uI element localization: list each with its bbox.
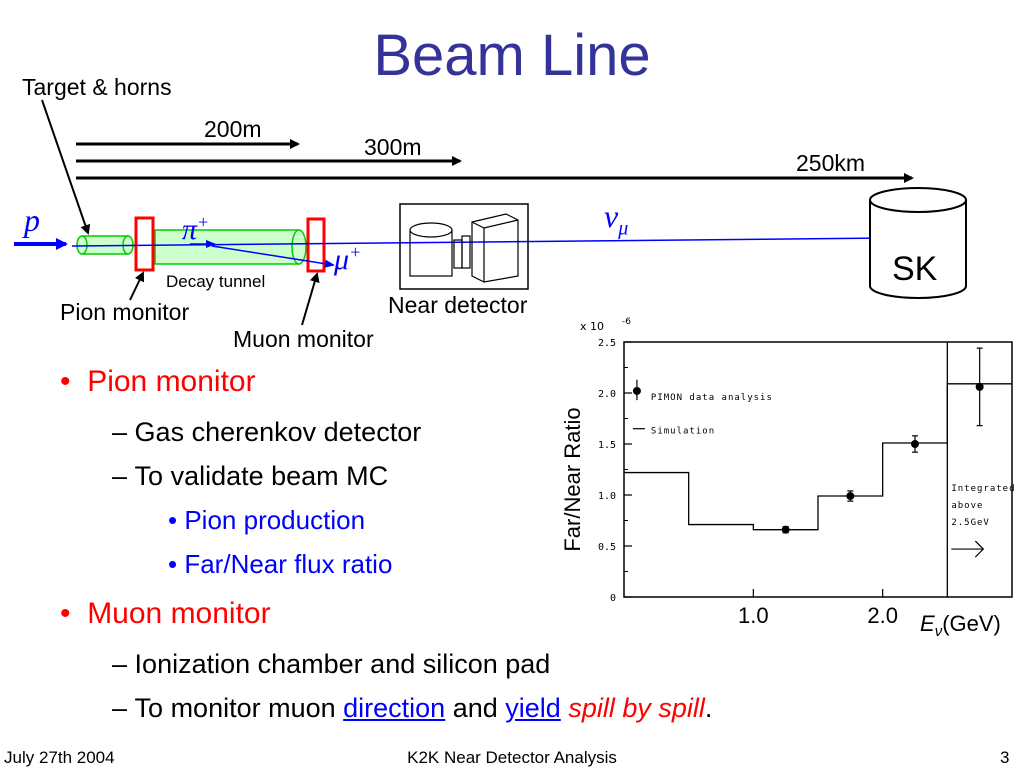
y-tick-label: 2.5 (598, 338, 616, 349)
annotation-line: 2.5GeV (951, 518, 990, 528)
bullet-text: Muon monitor (87, 597, 271, 630)
yield-link[interactable]: yield (505, 693, 561, 723)
y-axis-label: Far/Near Ratio (560, 407, 585, 551)
x-axis-label: Eν(GeV) (920, 611, 1001, 640)
footer-title: K2K Near Detector Analysis (407, 748, 617, 767)
bullet-dot: • (168, 505, 178, 535)
proton-label: p (24, 202, 40, 238)
y-multiplier-exponent: -6 (622, 317, 631, 327)
bullet-dash: – (112, 649, 128, 679)
target-horns-label: Target & horns (22, 74, 172, 100)
legend-sim-label: Simulation (651, 427, 715, 437)
sk-detector (869, 187, 967, 299)
page-number: 3 (1000, 748, 1010, 767)
bullet-dash: – (112, 461, 128, 491)
near-detector-label: Near detector (388, 292, 528, 318)
near-detector-drawing (399, 203, 529, 290)
muon-direction-arrow (211, 245, 335, 268)
direction-link[interactable]: direction (343, 693, 446, 723)
distance-200m-label: 200m (204, 116, 262, 142)
period: . (704, 693, 713, 723)
bullet-dot: • (60, 597, 71, 630)
y-tick-label: 2.0 (598, 389, 616, 400)
bullet-text: Gas cherenkov detector (134, 417, 422, 447)
x-tick-label: 1.0 (738, 603, 769, 628)
footer-date: July 27th 2004 (4, 748, 115, 767)
spill-text: spill by spill (568, 693, 705, 723)
neutrino-symbol: ν (604, 198, 619, 234)
plot-frame (623, 341, 1013, 598)
bullet-text: Pion production (184, 505, 366, 535)
annotation-line: above (951, 501, 983, 511)
decay-tunnel-label: Decay tunnel (166, 272, 266, 291)
bullet-flux-ratio: • Far/Near flux ratio (168, 549, 392, 580)
bullet-text: and (445, 693, 506, 723)
beamline-diagram (14, 99, 967, 326)
muon-label: μ+ (334, 242, 361, 277)
legend-marker (632, 386, 641, 395)
neutrino-flavor: μ (618, 217, 629, 240)
pion-monitor-box (134, 216, 155, 272)
pion-monitor-pointer (129, 271, 145, 301)
bullet-dot: • (168, 549, 178, 579)
decay-tunnel-cylinder (154, 229, 307, 265)
data-point (781, 525, 790, 534)
bullet-pion-monitor: • Pion monitor (60, 365, 256, 399)
data-point (911, 440, 919, 448)
pion-label: π+ (182, 212, 209, 247)
sk-label: SK (892, 250, 938, 288)
bullet-ionization: – Ionization chamber and silicon pad (112, 649, 550, 680)
target-pointer (41, 99, 91, 235)
bullet-text: To validate beam MC (134, 461, 389, 491)
bullet-validate: – To validate beam MC (112, 461, 388, 492)
legend-data-label: PIMON data analysis (651, 393, 773, 403)
annotation-line: Integrated (951, 484, 1015, 494)
bullet-dash: – (112, 693, 128, 723)
distance-250km-label: 250km (796, 150, 866, 176)
y-tick-label: 0 (610, 593, 616, 604)
muon-charge: + (349, 242, 362, 262)
bullet-gas: – Gas cherenkov detector (112, 417, 421, 448)
data-point (846, 492, 855, 501)
y-tick-label: 1.5 (598, 440, 616, 451)
pion-symbol: π (182, 213, 198, 246)
bullet-pion-production: • Pion production (168, 505, 365, 536)
bullet-text: Far/Near flux ratio (184, 549, 393, 579)
bullet-dot: • (60, 365, 71, 398)
x-tick-label: 2.0 (867, 603, 898, 628)
pion-monitor-label: Pion monitor (60, 299, 190, 325)
page-title: Beam Line (373, 23, 651, 88)
pion-charge: + (197, 212, 210, 232)
muon-monitor-label: Muon monitor (233, 326, 374, 352)
muon-symbol: μ (334, 243, 350, 276)
neutrino-label: νμ (604, 198, 628, 240)
bullet-text: Ionization chamber and silicon pad (134, 649, 551, 679)
y-tick-label: 0.5 (598, 542, 616, 553)
bullet-dash: – (112, 417, 128, 447)
muon-monitor-box (306, 217, 326, 273)
muon-monitor-pointer (301, 272, 320, 326)
bullet-text: Pion monitor (87, 365, 256, 398)
annotation-arrow (951, 540, 985, 558)
bullet-text: To monitor muon (134, 693, 344, 723)
distance-300m-label: 300m (364, 134, 422, 160)
y-multiplier: x 10 (580, 320, 604, 333)
data-point (975, 382, 984, 391)
bullet-muon-monitor: • Muon monitor (60, 597, 271, 631)
bullet-monitor-direction: – To monitor muon direction and yield sp… (112, 693, 712, 724)
y-tick-label: 1.0 (598, 491, 616, 502)
